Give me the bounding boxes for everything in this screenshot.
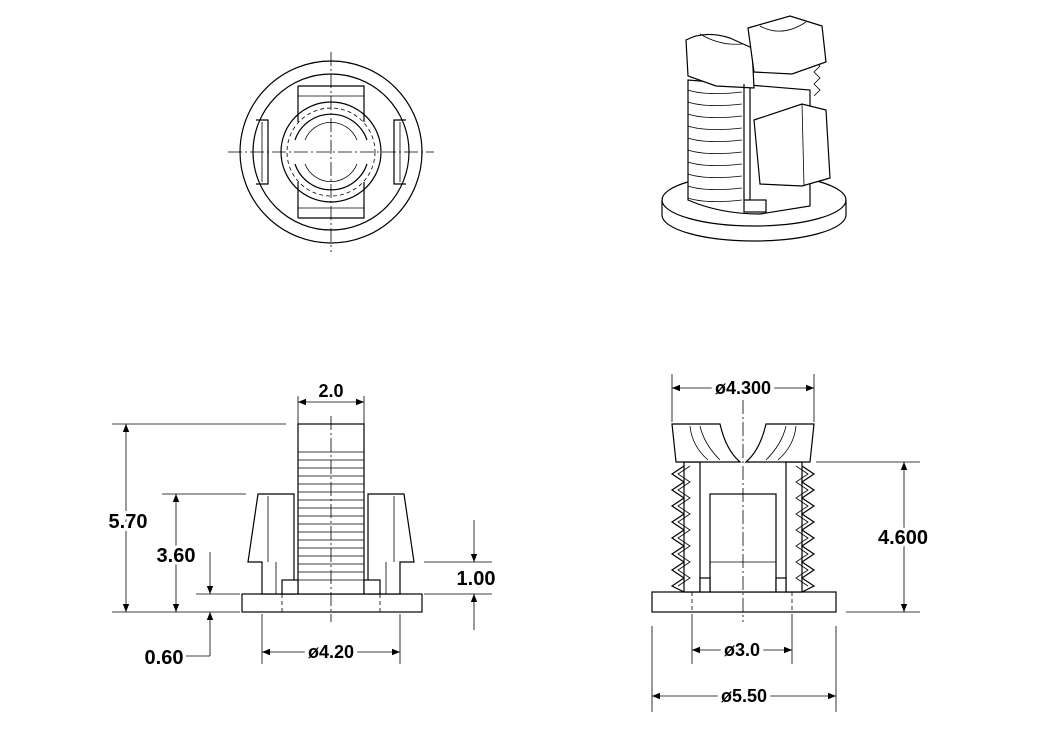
dim-side-height: 4.600 bbox=[878, 527, 928, 549]
dim-front-total-height: 5.70 bbox=[109, 511, 148, 533]
dim-front-mid-height: 3.60 bbox=[157, 545, 196, 567]
dim-front-flange-thickness: 0.60 bbox=[145, 647, 184, 669]
front-view: 2.0 5.70 3.60 0.60 1.00 ø4.20 bbox=[106, 381, 499, 669]
dim-front-top-width: 2.0 bbox=[318, 381, 343, 401]
top-view bbox=[228, 52, 434, 252]
dim-side-inner-diameter: ø3.0 bbox=[724, 640, 760, 660]
dim-side-flange-diameter: ø5.50 bbox=[721, 686, 767, 706]
dim-side-top-diameter: ø4.300 bbox=[715, 378, 771, 398]
dim-front-right-height: 1.00 bbox=[457, 568, 496, 590]
side-view: ø4.300 4.600 ø3.0 ø5.50 bbox=[651, 374, 931, 712]
isometric-view bbox=[661, 15, 847, 242]
dim-front-bottom-width: ø4.20 bbox=[308, 642, 354, 662]
